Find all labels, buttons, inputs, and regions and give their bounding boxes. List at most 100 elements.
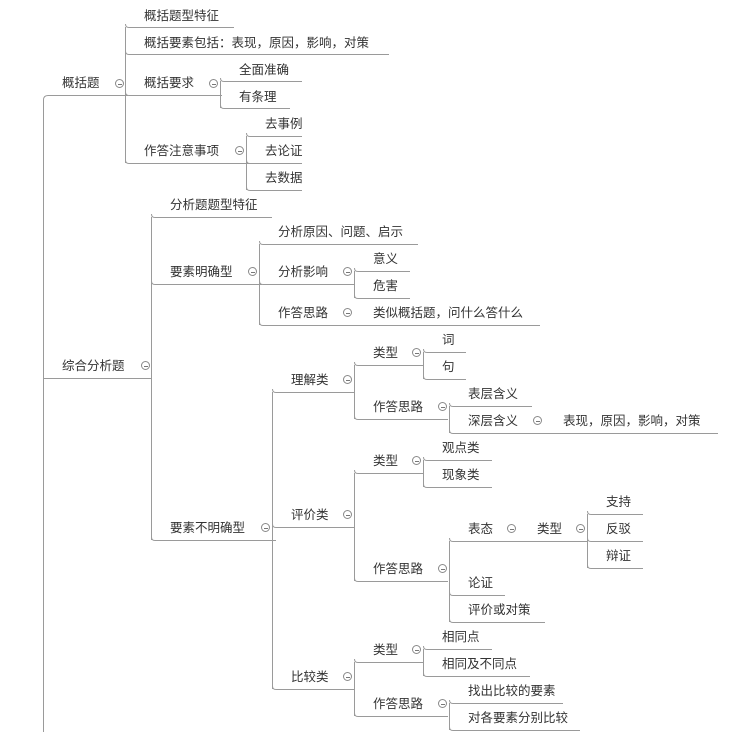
node-zonghe[interactable]: 综合分析题 [62,358,125,373]
connector-line [151,280,262,285]
collapse-icon[interactable] [412,456,421,465]
node-fanbo[interactable]: 反驳 [606,521,632,536]
node-biaoceng[interactable]: 表层含义 [468,386,519,401]
connector-line [354,658,423,663]
node-ju[interactable]: 句 [442,359,455,374]
node-zhaochu[interactable]: 找出比较的要素 [468,683,556,698]
node-youtiaoli[interactable]: 有条理 [239,89,277,104]
collapse-icon[interactable] [576,524,585,533]
collapse-icon[interactable] [438,564,447,573]
collapse-icon[interactable] [533,416,542,425]
node-shenceng-detail[interactable]: 表现，原因，影响，对策 [563,413,701,428]
connector-line [587,564,643,569]
node-mingque-silu[interactable]: 作答思路 [278,305,329,320]
node-ci[interactable]: 词 [442,332,455,347]
connector-line [220,104,290,109]
node-gaikuo-tixing[interactable]: 概括题型特征 [144,8,220,23]
node-qulunzheng[interactable]: 去论证 [265,143,303,158]
node-gaikuo[interactable]: 概括题 [62,75,100,90]
connector-line [43,95,128,732]
node-leisi[interactable]: 类似概括题，问什么答什么 [373,305,524,320]
node-mingque[interactable]: 要素明确型 [170,264,233,279]
node-pingjia-silu[interactable]: 作答思路 [373,561,424,576]
node-qushuju[interactable]: 去数据 [265,170,303,185]
collapse-icon[interactable] [115,79,124,88]
node-bijiao-silu[interactable]: 作答思路 [373,696,424,711]
connector-line [151,213,272,218]
node-pingjiaduice[interactable]: 评价或对策 [468,602,531,617]
collapse-icon[interactable] [343,375,352,384]
connector-line [246,159,302,164]
node-bianzheng[interactable]: 辩证 [606,548,632,563]
connector-line [449,591,505,596]
node-xiangtong[interactable]: 相同点 [442,629,480,644]
connector-line [125,159,252,164]
collapse-icon[interactable] [438,699,447,708]
node-gaikuo-yaoqiu[interactable]: 概括要求 [144,75,195,90]
connector-line [423,375,466,380]
collapse-icon[interactable] [343,672,352,681]
collapse-icon[interactable] [261,523,270,532]
node-biaotai[interactable]: 表态 [468,521,494,536]
connector-line [259,321,358,326]
connector-line [272,388,354,393]
collapse-icon[interactable] [412,645,421,654]
connector-line [587,510,643,515]
node-bijiao[interactable]: 比较类 [291,669,329,684]
collapse-icon[interactable] [141,361,150,370]
node-qushili[interactable]: 去事例 [265,116,303,131]
connector-line [259,280,354,285]
node-zonghe-tixing[interactable]: 分析题题型特征 [170,197,258,212]
connector-line [587,537,643,542]
node-bijiao-leixing[interactable]: 类型 [373,642,399,657]
node-lijie[interactable]: 理解类 [291,372,329,387]
node-biaotai-leixing[interactable]: 类型 [537,521,563,536]
connector-line [423,672,530,677]
node-pingjia[interactable]: 评价类 [291,507,329,522]
node-gaikuo-yaosu[interactable]: 概括要素包括：表现，原因，影响，对策 [144,35,370,50]
node-zhichi[interactable]: 支持 [606,494,632,509]
collapse-icon[interactable] [343,267,352,276]
connector-line [220,77,302,82]
collapse-icon[interactable] [412,348,421,357]
connector-line [246,132,302,137]
node-shenceng[interactable]: 深层含义 [468,413,519,428]
connector-line [354,577,448,582]
collapse-icon[interactable] [343,308,352,317]
connector-line [354,267,410,272]
connector-line [354,469,423,474]
node-lunzheng[interactable]: 论证 [468,575,494,590]
connector-line [423,483,492,488]
node-quanmian[interactable]: 全面准确 [239,62,290,77]
node-xianxiang[interactable]: 现象类 [442,467,480,482]
connector-line [272,523,354,528]
node-zhuyi[interactable]: 作答注意事项 [144,143,220,158]
node-guandian[interactable]: 观点类 [442,440,480,455]
connector-line [354,361,423,366]
node-xiangtongbutong[interactable]: 相同及不同点 [442,656,518,671]
connector-line [449,726,580,731]
collapse-icon[interactable] [507,524,516,533]
connector-line [423,348,466,353]
collapse-icon[interactable] [343,510,352,519]
node-lijie-leixing[interactable]: 类型 [373,345,399,360]
collapse-icon[interactable] [438,402,447,411]
node-lijie-silu[interactable]: 作答思路 [373,399,424,414]
connector-line [151,536,276,541]
collapse-icon[interactable] [248,267,257,276]
collapse-icon[interactable] [235,146,244,155]
node-bumingque[interactable]: 要素不明确型 [170,520,246,535]
node-yiyi[interactable]: 意义 [373,251,399,266]
collapse-icon[interactable] [209,79,218,88]
node-fenbie[interactable]: 对各要素分别比较 [468,710,569,725]
node-yingxiang[interactable]: 分析影响 [278,264,329,279]
connector-line [449,429,718,434]
connector-line [449,699,563,704]
connector-line [449,618,545,623]
connector-line [354,712,448,717]
node-yuanyin[interactable]: 分析原因、问题、启示 [278,224,404,239]
node-weihai[interactable]: 危害 [373,278,399,293]
connector-line [449,402,532,407]
node-pingjia-leixing[interactable]: 类型 [373,453,399,468]
